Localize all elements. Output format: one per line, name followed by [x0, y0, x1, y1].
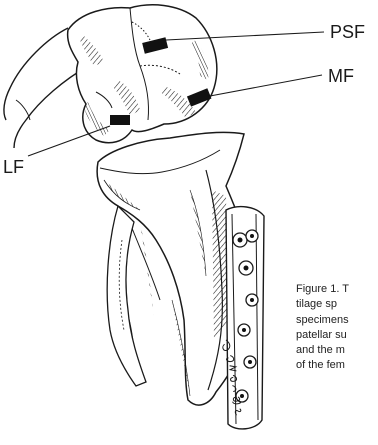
figure-caption: Figure 1. T tilage sp specimens patellar… [296, 282, 378, 374]
label-psf: PSF [330, 23, 365, 41]
caption-line: of the fem [296, 358, 378, 373]
caption-line: and the m [296, 343, 378, 358]
femur-condyles [68, 5, 217, 143]
fixation-plate [226, 207, 264, 429]
fibula [107, 206, 146, 386]
caption-line: specimens [296, 313, 378, 328]
label-lf: LF [3, 158, 24, 176]
caption-line: tilage sp [296, 297, 378, 312]
caption-line: patellar su [296, 328, 378, 343]
caption-line: Figure 1. T [296, 282, 378, 297]
label-mf: MF [328, 67, 354, 85]
